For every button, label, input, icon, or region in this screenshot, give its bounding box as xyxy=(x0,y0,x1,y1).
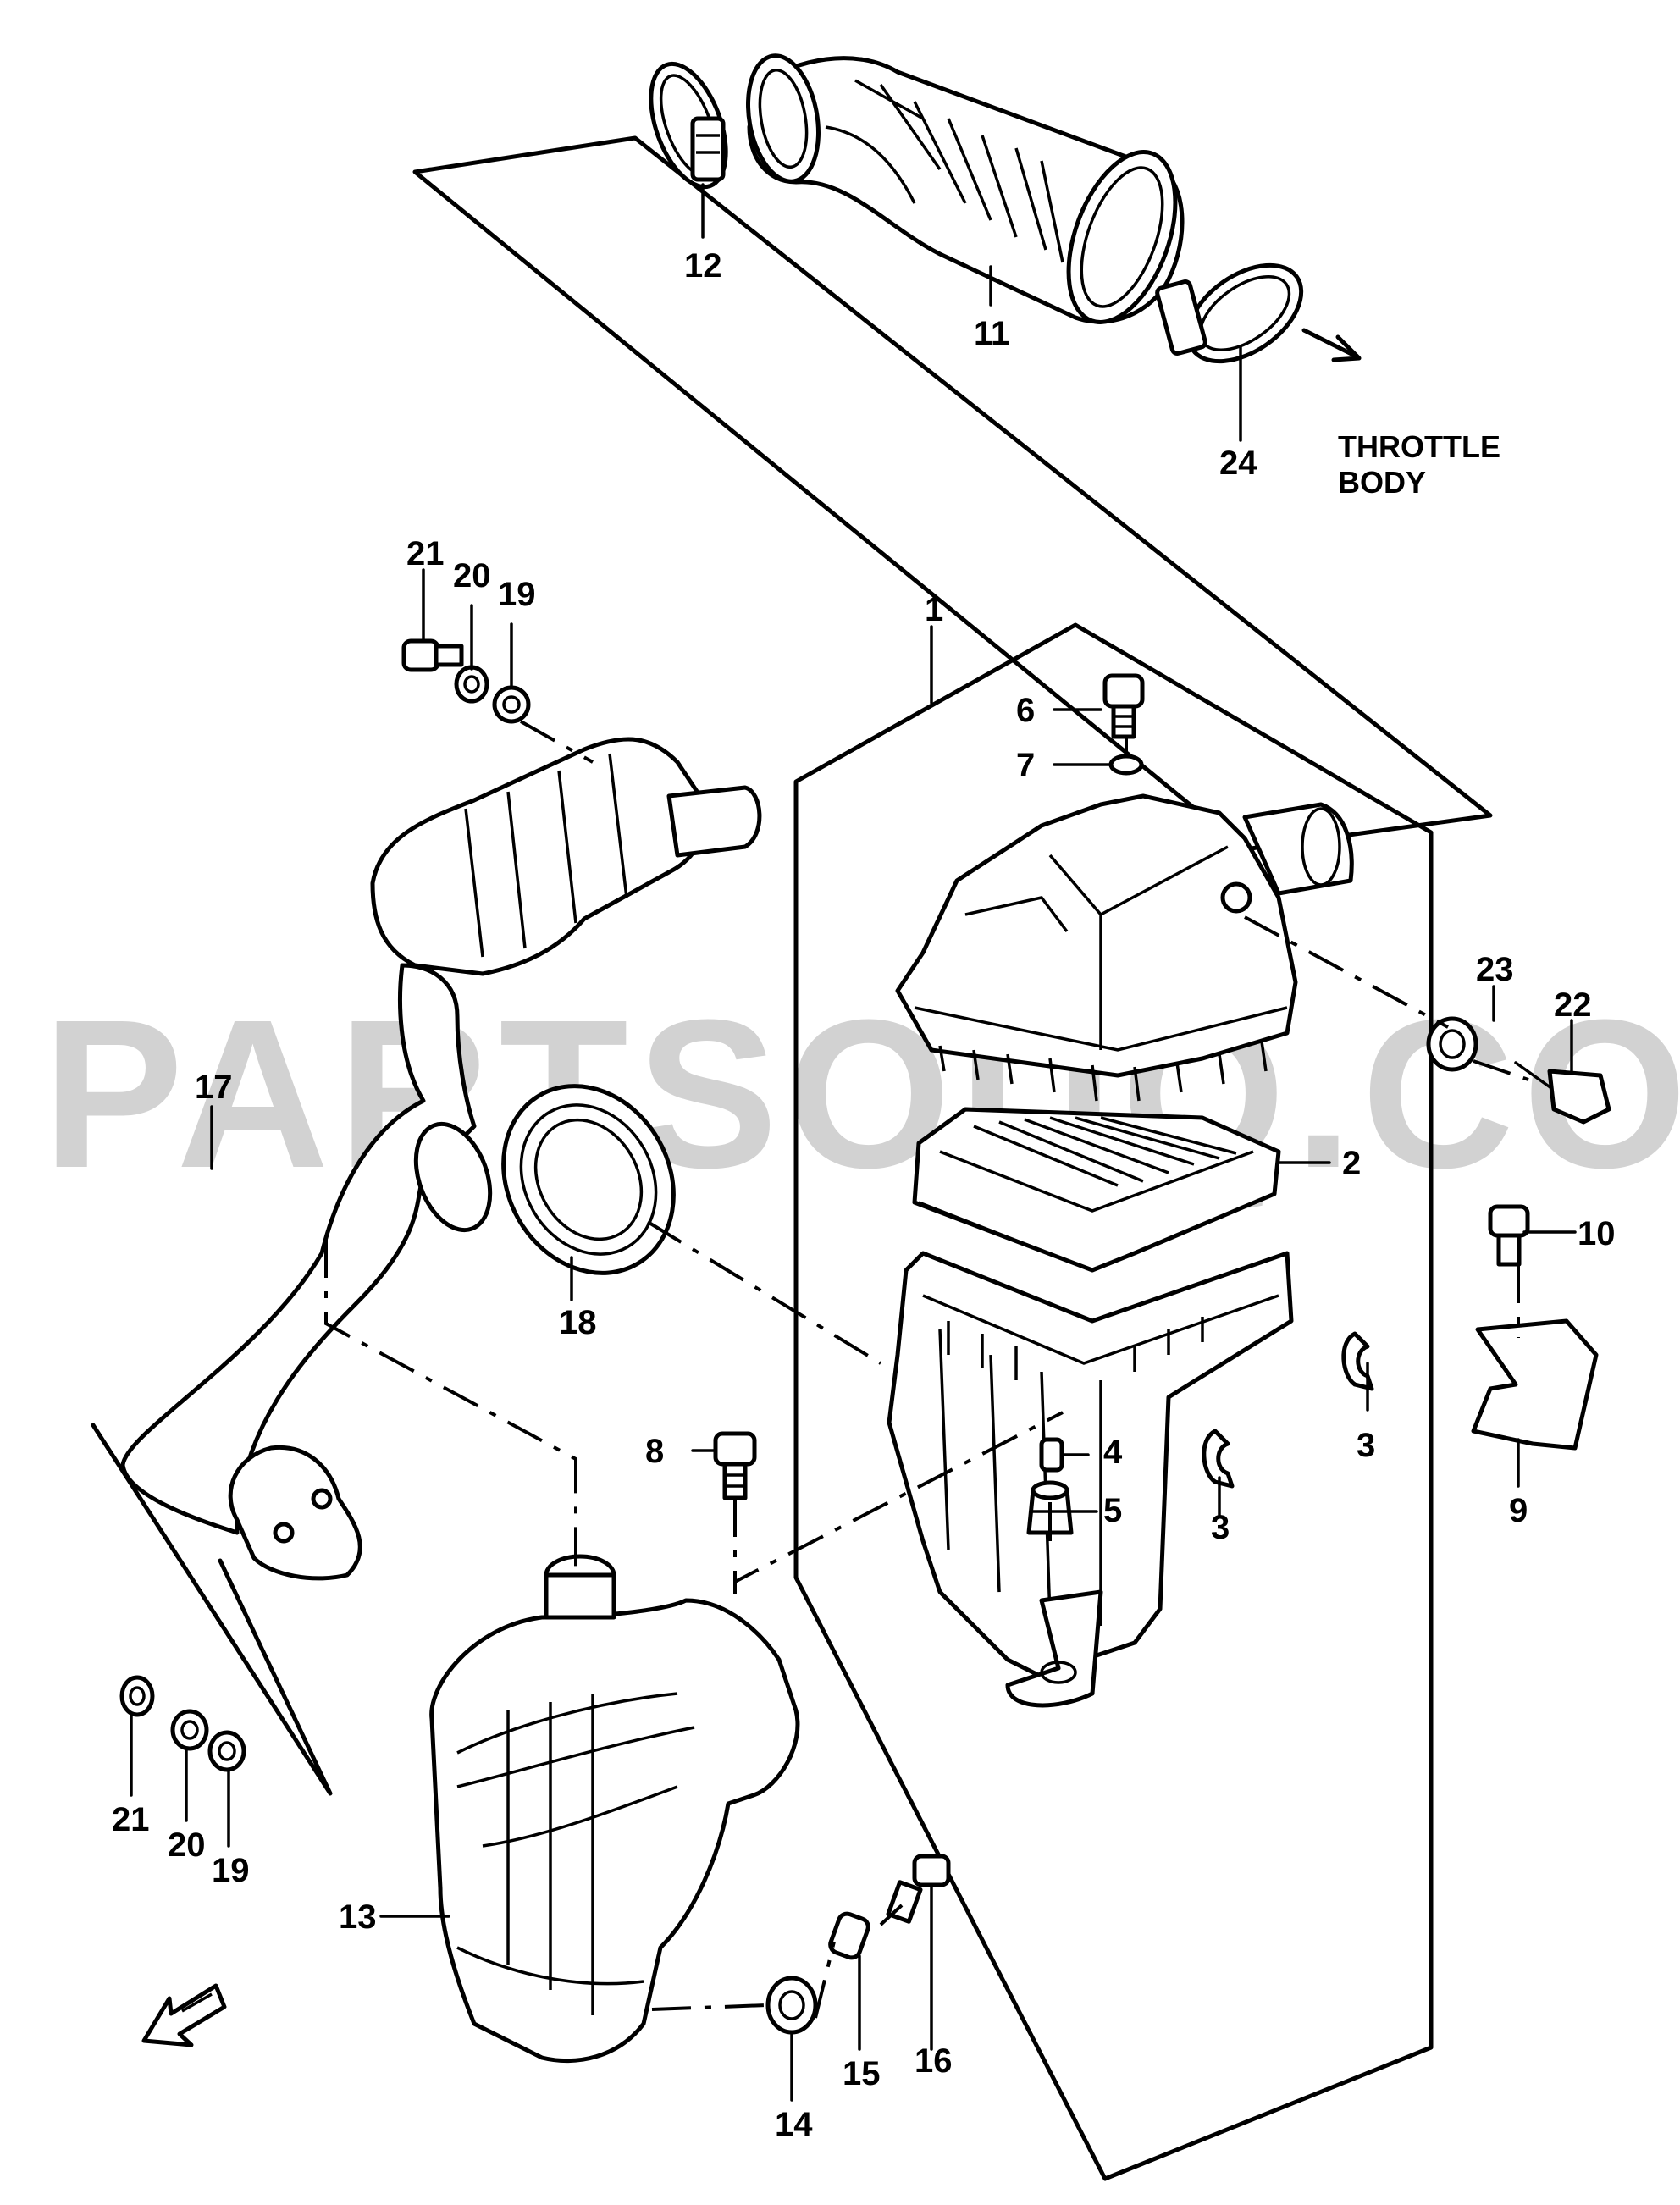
assembly-frame-duct xyxy=(91,1423,333,1796)
callout-21-upper: 21 xyxy=(406,535,445,572)
callout-12: 12 xyxy=(684,247,722,285)
air-filter-element-2 xyxy=(912,1107,1281,1273)
intake-duct-17 xyxy=(120,737,762,1581)
callout-3a: 3 xyxy=(1357,1427,1375,1464)
throttle-body-label-line1: THROTTLE xyxy=(1338,429,1500,464)
callout-17: 17 xyxy=(195,1069,233,1106)
callout-14: 14 xyxy=(775,2106,813,2143)
spacer-15 xyxy=(828,1911,870,1960)
callout-19-upper: 19 xyxy=(498,576,536,613)
bolt-6 xyxy=(1102,673,1145,739)
hose-clamp-24 xyxy=(1155,262,1304,364)
grommet-14 xyxy=(765,1976,818,2035)
hose-18 xyxy=(501,1084,676,1275)
callout-7: 7 xyxy=(1016,747,1035,784)
front-arrow-icon xyxy=(141,1983,227,2048)
callout-20-upper: 20 xyxy=(453,557,491,594)
watermark: PARTSOUQ.COM xyxy=(42,975,1680,1212)
assembly-frame-upper xyxy=(412,135,1493,852)
bracket-9 xyxy=(1471,1318,1599,1451)
callout-20-lower: 20 xyxy=(168,1826,206,1864)
callout-11: 11 xyxy=(974,315,1009,352)
throttle-body-label-line2: BODY xyxy=(1338,465,1426,500)
callout-2: 2 xyxy=(1342,1145,1361,1182)
callout-8: 8 xyxy=(645,1433,664,1470)
intake-hose-11 xyxy=(746,53,1185,324)
bolt-10 xyxy=(1488,1204,1530,1267)
callout-19-lower: 19 xyxy=(212,1852,250,1889)
grommet-19-lower xyxy=(207,1730,246,1772)
bolt-21-lower xyxy=(119,1675,155,1717)
washer-7 xyxy=(1108,754,1144,776)
callout-5: 5 xyxy=(1103,1492,1122,1529)
callout-10: 10 xyxy=(1578,1215,1616,1252)
callout-4: 4 xyxy=(1103,1434,1123,1471)
bolt-8 xyxy=(713,1431,757,1500)
grommet-23 xyxy=(1426,1016,1478,1072)
clip-3a xyxy=(1341,1331,1374,1391)
callout-22: 22 xyxy=(1554,986,1592,1024)
grommet-19-upper xyxy=(492,685,531,724)
callout-15: 15 xyxy=(843,2055,881,2092)
screw-22 xyxy=(1514,1061,1611,1125)
assembly-frame-air-cleaner xyxy=(793,622,1434,2181)
air-cleaner-lower-case xyxy=(887,1251,1294,1708)
assembly-lines xyxy=(324,720,1529,2019)
resonator-13 xyxy=(429,1554,800,2064)
callout-3b: 3 xyxy=(1211,1509,1230,1546)
callout-13: 13 xyxy=(339,1898,377,1936)
callout-23: 23 xyxy=(1476,951,1514,988)
callouts: 1 2 3 3 4 5 6 7 8 9 10 11 12 13 14 15 16… xyxy=(112,247,1616,2143)
air-cleaner-upper-case xyxy=(895,793,1354,1102)
callout-21-lower: 21 xyxy=(112,1801,150,1838)
callout-9: 9 xyxy=(1509,1492,1528,1529)
leader-lines xyxy=(130,183,1577,2102)
callout-16: 16 xyxy=(915,2042,953,2080)
callout-18: 18 xyxy=(559,1304,597,1341)
bolt-21-upper xyxy=(401,638,464,672)
clip-3b xyxy=(1202,1429,1235,1489)
callout-1: 1 xyxy=(925,591,943,628)
callout-24: 24 xyxy=(1219,445,1257,482)
washer-20-lower xyxy=(170,1709,209,1751)
throttle-body-arrow-icon xyxy=(1301,328,1362,362)
hose-clamp-12 xyxy=(649,61,728,190)
pin-4 xyxy=(1039,1437,1064,1473)
callout-6: 6 xyxy=(1016,692,1035,729)
washer-20-upper xyxy=(454,665,489,704)
